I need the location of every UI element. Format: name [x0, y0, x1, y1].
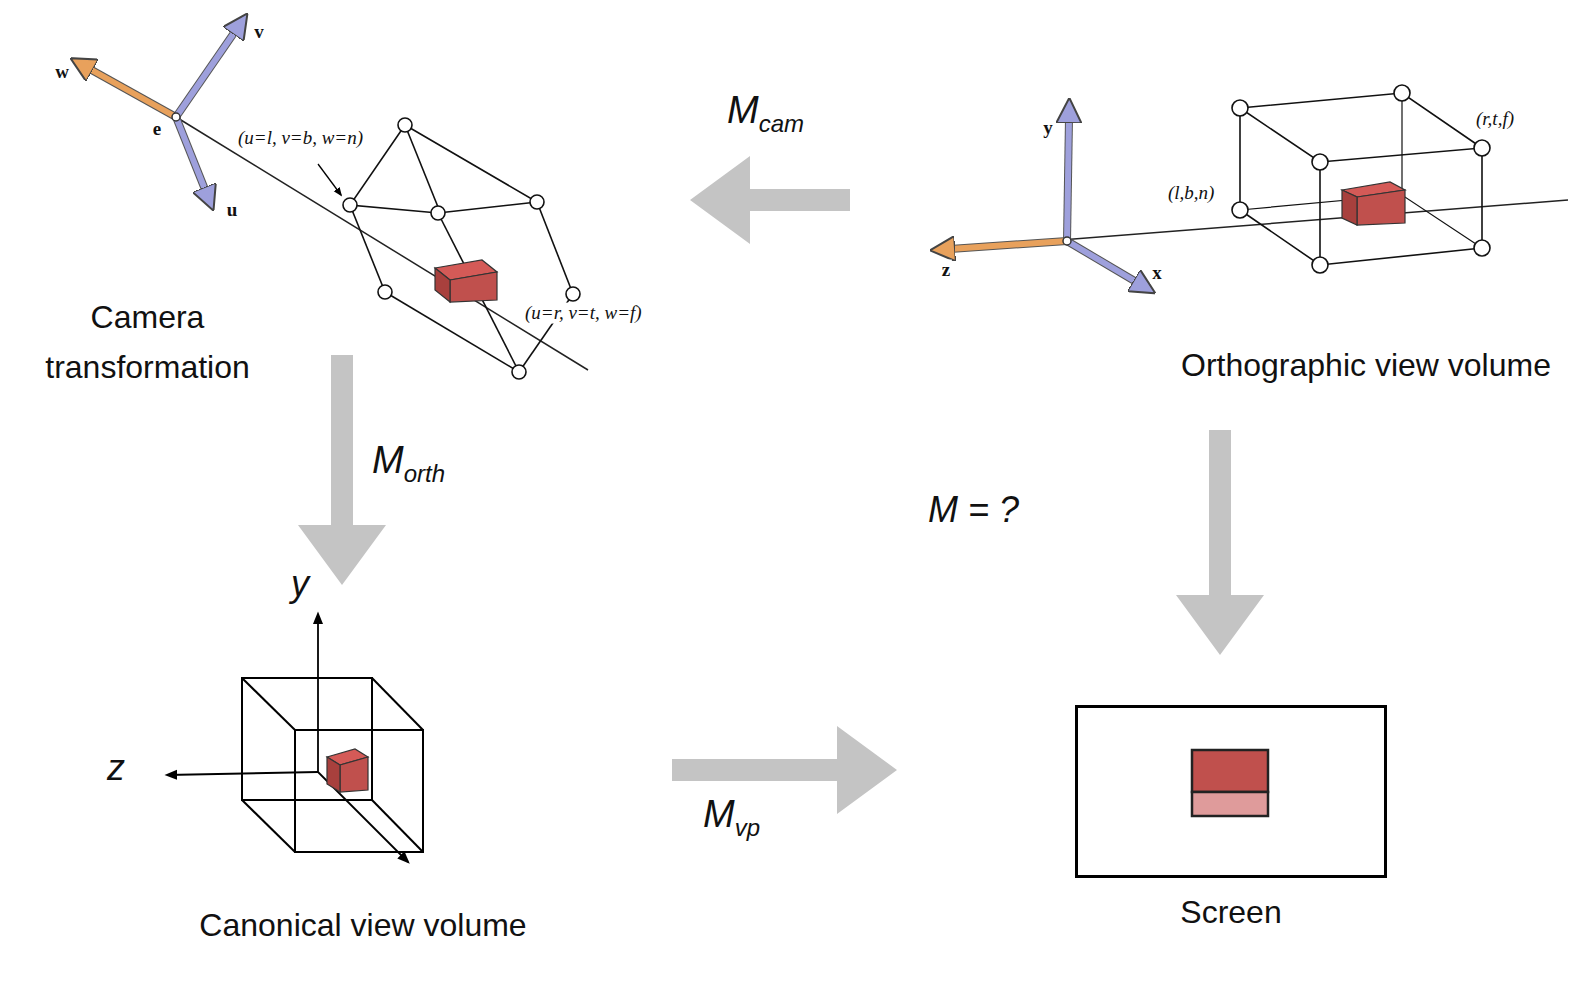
- red-box: [1342, 182, 1405, 225]
- ortho-panel: Orthographic view volume: [850, 85, 1570, 430]
- axis-label: y: [289, 564, 311, 604]
- corner: [1394, 85, 1410, 101]
- box-side: [435, 268, 450, 302]
- matrix-label: Mvp: [703, 792, 760, 850]
- corner: [566, 287, 580, 301]
- box-bottom: [1192, 792, 1268, 816]
- view-axis: [176, 117, 588, 370]
- u-axis: [176, 117, 206, 192]
- volume-edge: [350, 125, 537, 213]
- box-front: [1357, 190, 1405, 225]
- origin-point: [1063, 237, 1071, 245]
- box-front: [450, 272, 497, 302]
- transform-arrow: [690, 156, 850, 244]
- volume-edge: [1401, 93, 1402, 195]
- screen-box-image: [1192, 750, 1268, 816]
- axis-label: y: [1041, 118, 1055, 139]
- box-front: [340, 757, 368, 792]
- axis-label: u: [225, 200, 240, 221]
- canonical-frame: [167, 614, 423, 862]
- corner: [343, 198, 357, 212]
- corner: [1312, 154, 1328, 170]
- z-axis: [950, 241, 1067, 249]
- cube-edge: [372, 800, 423, 852]
- axis-label: w: [53, 62, 71, 83]
- volume-edge: [1240, 93, 1482, 162]
- corner: [530, 195, 544, 209]
- corner-label: (u=l, v=b, w=n): [236, 128, 365, 149]
- matrix-label: M = ?: [928, 488, 1019, 532]
- corner: [1312, 257, 1328, 273]
- transform-arrow: [1176, 430, 1264, 655]
- w-axis: [88, 68, 176, 117]
- volume-edge: [405, 125, 440, 212]
- volume-edge: [385, 292, 519, 372]
- corner: [512, 365, 526, 379]
- screen-frame: [1075, 705, 1387, 878]
- cube-back: [242, 678, 372, 800]
- red-box: [435, 260, 497, 302]
- cube-edge: [242, 678, 295, 730]
- volume-edge: [350, 205, 385, 292]
- corner-label: (u=r, v=t, w=f): [523, 303, 644, 324]
- canonical-panel: Canonical view volume: [100, 585, 672, 990]
- w-axis-outline: [88, 68, 176, 117]
- corner: [431, 206, 445, 220]
- corner: [1474, 140, 1490, 156]
- box-front: [1192, 750, 1268, 792]
- corner-label: (l,b,n): [1166, 183, 1216, 204]
- v-axis-outline: [176, 30, 236, 117]
- volume-corners: [1232, 85, 1490, 273]
- panel-caption: Camera transformation: [10, 292, 285, 392]
- red-box: [327, 749, 368, 792]
- panel-caption: Screen: [1075, 887, 1387, 937]
- volume-edge: [537, 202, 573, 294]
- z-axis: [167, 772, 318, 775]
- u-axis-outline: [176, 117, 206, 192]
- cube-edge: [372, 678, 423, 730]
- y-axis-outline: [1067, 118, 1069, 241]
- corner: [378, 285, 392, 299]
- matrix-label: Mcam: [727, 88, 804, 146]
- cube-front: [295, 730, 423, 852]
- cube-edge: [242, 800, 295, 852]
- z-axis-outline: [950, 241, 1067, 249]
- v-axis: [176, 30, 236, 117]
- point-label: e: [151, 119, 163, 140]
- box-side: [327, 757, 340, 792]
- volume-edge: [1239, 108, 1241, 210]
- corner: [398, 118, 412, 132]
- y-axis: [317, 614, 319, 772]
- x-axis-outline: [1067, 241, 1138, 283]
- axis-label: z: [105, 748, 127, 788]
- corner: [1232, 100, 1248, 116]
- ortho-frame: [935, 85, 1568, 283]
- panel-caption: Orthographic view volume: [1176, 340, 1556, 390]
- screen-box: Screen: [897, 655, 1387, 955]
- x-axis: [1067, 241, 1138, 283]
- y-axis: [1067, 118, 1069, 241]
- corner-label: (r,t,f): [1474, 109, 1516, 130]
- canonical-cube: [242, 678, 423, 852]
- leader-arrow: [318, 164, 341, 195]
- axis-label: x: [1150, 263, 1164, 284]
- volume-edge: [1481, 148, 1483, 248]
- corner: [1232, 202, 1248, 218]
- eye-point: [172, 113, 180, 121]
- axis-label: z: [940, 260, 952, 281]
- corner: [1474, 240, 1490, 256]
- view-volume: [1240, 93, 1482, 265]
- box-side: [1342, 190, 1357, 225]
- view-volume: [350, 125, 573, 372]
- axis-label: v: [252, 22, 266, 43]
- panel-caption: Canonical view volume: [188, 900, 538, 950]
- matrix-label: Morth: [372, 438, 445, 496]
- volume-corners: [343, 118, 580, 379]
- volume-edge: [1319, 162, 1321, 265]
